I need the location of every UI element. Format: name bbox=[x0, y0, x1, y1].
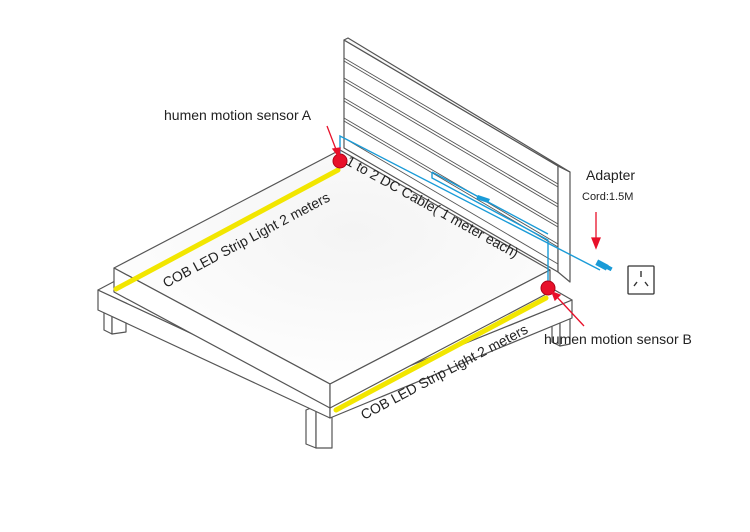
power-outlet-icon bbox=[627, 265, 655, 295]
sensor-b-label: humen motion sensor B bbox=[544, 331, 692, 347]
sensor-a-label: humen motion sensor A bbox=[164, 107, 312, 123]
headboard bbox=[343, 37, 571, 283]
led-strips bbox=[113, 167, 549, 413]
mattress bbox=[113, 149, 551, 409]
headboard-slats bbox=[343, 57, 559, 265]
led-strip-front bbox=[333, 295, 549, 413]
cable-splitter bbox=[476, 195, 490, 203]
callout-arrows bbox=[326, 125, 601, 327]
cord-label: Cord:1.5M bbox=[582, 191, 633, 203]
adapter-label: Adapter bbox=[586, 167, 635, 183]
led-strip-left bbox=[113, 167, 341, 292]
motion-sensor-a bbox=[332, 153, 348, 169]
dc-plug-icon bbox=[595, 259, 613, 272]
